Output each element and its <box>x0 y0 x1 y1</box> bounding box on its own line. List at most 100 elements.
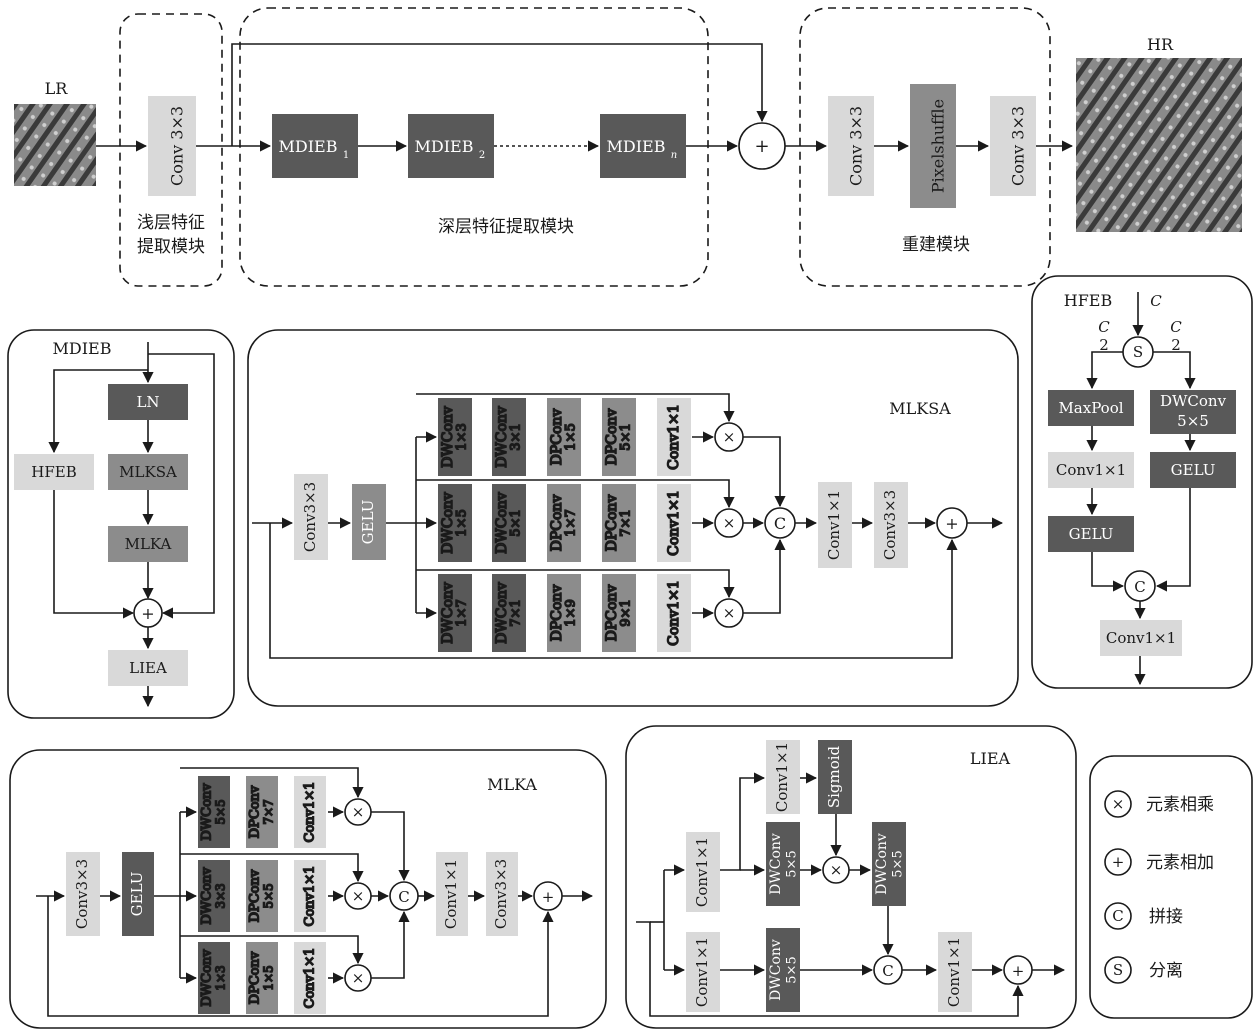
liea-dw3: DWConv <box>768 939 784 1001</box>
mlksa-branch2-op2-kernel: 5×1 <box>509 509 524 536</box>
mlksa-gelu: GELU <box>359 500 377 545</box>
liea-conv-c: Conv1×1 <box>773 742 791 812</box>
liea-dw2: DWConv <box>874 833 890 895</box>
mdieb-add-symbol: + <box>141 604 154 623</box>
legend-add-text: 元素相加 <box>1146 853 1214 873</box>
mlka-branch2-op2-kernel: 5×5 <box>262 883 276 908</box>
liea-conv-b: Conv1×1 <box>693 937 711 1007</box>
lr-label: LR <box>45 79 69 98</box>
mlksa-branch2-op1-kernel: 1×5 <box>455 509 470 536</box>
liea-dw1k: 5×5 <box>785 850 800 877</box>
hr-label: HR <box>1147 35 1174 54</box>
liea-dw2k: 5×5 <box>891 850 906 877</box>
mlksa-branch3-op3-kernel: 1×9 <box>564 599 579 626</box>
liea-dw3k: 5×5 <box>785 956 800 983</box>
mlksa-branch1-op2-kernel: 3×1 <box>509 423 524 450</box>
legend-mul-text: 元素相乘 <box>1146 795 1214 815</box>
hfeb-gelu-left: GELU <box>1069 525 1114 543</box>
legend-cat-text: 拼接 <box>1149 907 1183 927</box>
hfeb-title: HFEB <box>1064 291 1113 310</box>
mlka-conv-out2: Conv3×3 <box>492 859 510 929</box>
mlka-branch2-op1-label: DWConv <box>200 867 215 925</box>
hr-image <box>1076 58 1242 232</box>
mlka-conv-out1: Conv1×1 <box>442 859 460 929</box>
global-add-symbol: + <box>754 136 769 157</box>
mlka-mul-1: × <box>352 803 365 821</box>
liea-sigmoid: Sigmoid <box>825 745 843 808</box>
mlka-title: MLKA <box>487 775 537 794</box>
liea-label: LIEA <box>129 659 167 677</box>
mlka-branch3-op2-kernel: 1×5 <box>262 965 276 990</box>
hfeb-conv1: Conv1×1 <box>1056 461 1126 479</box>
mlksa-label: MLKSA <box>119 463 177 481</box>
mlksa-conv-out2: Conv3×3 <box>881 490 899 560</box>
conv-shallow-label: Conv 3×3 <box>168 106 187 186</box>
mlksa-add: + <box>945 514 958 533</box>
shallow-label-line2: 提取模块 <box>137 237 205 257</box>
mlka-branch3-op1-label: DWConv <box>200 949 215 1007</box>
legend-cat-symbol: C <box>1112 907 1123 925</box>
mlka-label: MLKA <box>125 535 172 553</box>
mlksa-branch1-op1-kernel: 1×3 <box>455 423 470 450</box>
mlksa-branch3-op2-kernel: 7×1 <box>509 599 524 626</box>
mdieb1-sub: 1 <box>343 150 349 161</box>
hfeb-half-left-den: 2 <box>1099 336 1109 354</box>
conv-rec1-label: Conv 3×3 <box>847 106 866 186</box>
mlksa-mul-1: × <box>723 428 736 446</box>
liea-conv-a: Conv1×1 <box>693 837 711 907</box>
mlksa-branch3-op4-kernel: 9×1 <box>619 599 634 626</box>
mdiebn-label: MDIEB <box>607 137 666 156</box>
lr-image <box>14 104 96 186</box>
hfeb-c-in: C <box>1150 292 1162 310</box>
legend-mul-symbol: × <box>1112 795 1125 813</box>
hfeb-split: S <box>1133 343 1143 361</box>
mlksa-mul-3: × <box>723 604 736 622</box>
liea-cat: C <box>882 962 893 980</box>
mlksa-title: MLKSA <box>889 399 951 418</box>
mlka-branch1-op2-label: DPConv <box>248 785 263 838</box>
hfeb-dwconv: DWConv <box>1160 392 1227 410</box>
mlka-branch1-op1-kernel: 5×5 <box>214 799 228 824</box>
pixelshuffle-label: Pixelshuffle <box>929 99 948 193</box>
hfeb-cat: C <box>1134 578 1145 596</box>
mlka-branch1-op2-kernel: 7×7 <box>262 799 276 824</box>
mlka-branch3-op1-kernel: 1×3 <box>214 965 228 990</box>
mlksa-branch2-op4-kernel: 7×1 <box>619 509 634 536</box>
mlka-branch2-op1-kernel: 3×3 <box>214 883 228 908</box>
shallow-label-line1: 浅层特征 <box>137 213 205 233</box>
mlka-branch1-op3-label: Conv1×1 <box>303 782 318 843</box>
hfeb-maxpool: MaxPool <box>1058 399 1123 417</box>
mlka-mul-2: × <box>352 887 365 905</box>
liea-conv-out: Conv1×1 <box>945 937 963 1007</box>
legend-split-text: 分离 <box>1149 961 1183 981</box>
hfeb-block <box>1032 276 1252 688</box>
mlka-branch1-op1-label: DWConv <box>200 783 215 841</box>
deep-label: 深层特征提取模块 <box>438 217 574 237</box>
mlksa-branch1-op5-label: Conv1×1 <box>666 404 682 470</box>
mlksa-mul-2: × <box>723 514 736 532</box>
mlka-branch2-op2-label: DPConv <box>248 869 263 922</box>
hfeb-dwconv-k: 5×5 <box>1177 412 1209 430</box>
liea-mul: × <box>830 861 843 879</box>
conv-rec2-label: Conv 3×3 <box>1009 106 1028 186</box>
hfeb-conv-out: Conv1×1 <box>1106 629 1176 647</box>
mdieb1-label: MDIEB <box>279 137 338 156</box>
mlksa-branch2-op3-kernel: 1×7 <box>564 509 579 536</box>
mlksa-branch1-op4-kernel: 5×1 <box>619 423 634 450</box>
mlksa-branch3-op1-kernel: 1×7 <box>455 599 470 626</box>
mlka-branch3-op3-label: Conv1×1 <box>303 948 318 1009</box>
hfeb-half-right-num: C <box>1170 318 1182 336</box>
ln-label: LN <box>136 393 159 411</box>
mlka-mul-3: × <box>352 969 365 987</box>
mdiebn-sub: n <box>671 150 677 161</box>
mlksa-conv-out1: Conv1×1 <box>825 490 843 560</box>
mlka-gelu: GELU <box>128 872 146 917</box>
mlksa-cat: C <box>774 514 786 533</box>
liea-title: LIEA <box>970 749 1011 768</box>
mdieb-block <box>8 330 234 718</box>
mlka-cat: C <box>398 888 409 906</box>
liea-dw1: DWConv <box>768 833 784 895</box>
legend-split-symbol: S <box>1113 961 1123 979</box>
